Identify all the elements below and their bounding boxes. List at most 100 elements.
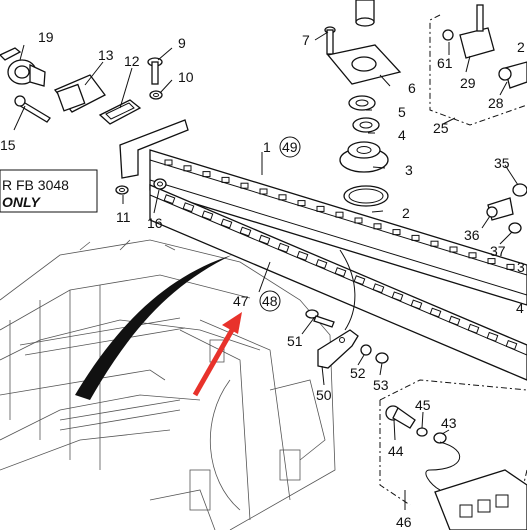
callout-12: 12 — [124, 53, 140, 69]
strip-slot — [334, 267, 347, 278]
part-50-bracket — [317, 329, 359, 369]
part-15-screw — [14, 95, 51, 123]
machine-frame — [0, 239, 336, 530]
callout-19: 19 — [38, 29, 54, 45]
strip-hole — [221, 176, 230, 183]
callout-43: 43 — [441, 415, 457, 431]
part-10-washer — [149, 90, 163, 100]
part-46-module — [434, 469, 527, 530]
part-43-plug — [433, 432, 447, 444]
part-12-gasket — [98, 99, 142, 125]
strip-hole — [202, 171, 211, 178]
callout-47: 47 — [233, 293, 249, 309]
callout-1: 1 — [263, 139, 271, 155]
callout-edge-4: 4 — [516, 300, 524, 316]
callout-11: 11 — [116, 209, 131, 225]
strip-slot — [296, 250, 309, 261]
callout-10: 10 — [178, 69, 194, 85]
strip-hole — [430, 240, 439, 247]
strip-slot — [163, 194, 176, 205]
strip-hole — [183, 165, 192, 172]
callout-16: 16 — [147, 215, 163, 231]
strip-hole — [449, 246, 458, 253]
part-29-block — [459, 4, 495, 59]
callout-edge-2: 2 — [517, 39, 525, 55]
note-line-1: R FB 3048 — [2, 177, 69, 193]
callout-circle-48 — [259, 290, 281, 312]
location-sweep — [75, 255, 232, 400]
strip-hole — [506, 263, 515, 270]
strip-hole — [316, 205, 325, 212]
leader-lines — [13, 31, 519, 510]
part-61-screw — [442, 29, 454, 41]
callout-49: 49 — [282, 139, 298, 155]
strip-hole — [468, 252, 477, 259]
strip-hole — [278, 194, 287, 201]
callout-44: 44 — [388, 443, 404, 459]
part-5-ring — [348, 95, 376, 111]
part-16-nut — [153, 178, 167, 190]
strip-hole — [392, 229, 401, 236]
callout-46: 46 — [396, 514, 412, 530]
strip-hole — [164, 159, 173, 166]
part-44-connector — [385, 405, 416, 429]
part-28-fitting — [498, 61, 527, 89]
callout-48: 48 — [262, 293, 278, 309]
callout-15: 15 — [0, 137, 16, 153]
part-11-nut — [115, 185, 129, 195]
part-52-washer — [360, 344, 372, 356]
note-line-2: ONLY — [2, 194, 42, 210]
part-51-bolt — [305, 309, 335, 328]
strip-hole — [411, 234, 420, 241]
callout-2: 2 — [402, 205, 410, 221]
callout-50: 50 — [316, 387, 332, 403]
callout-53: 53 — [373, 377, 389, 393]
callout-edge-3: 3 — [517, 259, 525, 275]
strip-hole — [335, 211, 344, 218]
strip-slot — [391, 291, 404, 302]
part-6-flange-plate — [326, 44, 402, 85]
strip-slot — [277, 242, 290, 253]
part-2-seal — [343, 185, 389, 207]
part-45-ring — [416, 427, 428, 437]
callout-36: 36 — [464, 227, 480, 243]
callout-5: 5 — [398, 104, 406, 120]
callout-25: 25 — [433, 120, 449, 136]
strip-slot — [467, 323, 480, 334]
strip-hole — [354, 217, 363, 224]
callout-28: 28 — [488, 95, 504, 111]
callout-52: 52 — [350, 365, 366, 381]
part-19-connector — [0, 47, 46, 87]
part-7-bolt — [324, 26, 336, 55]
strip-holes — [163, 159, 518, 350]
callout-51: 51 — [287, 333, 303, 349]
callout-3: 3 — [405, 162, 413, 178]
callout-7: 7 — [302, 32, 310, 48]
strip-slot — [448, 315, 461, 326]
callout-13: 13 — [98, 47, 114, 63]
part-35-fitting — [512, 183, 527, 197]
callout-45: 45 — [415, 397, 431, 413]
strip-slot — [182, 202, 195, 213]
callout-circle-49 — [279, 136, 301, 158]
strip-hole — [240, 182, 249, 189]
callout-61: 61 — [437, 55, 453, 71]
callout-6: 6 — [408, 80, 416, 96]
part-13-plug — [53, 74, 106, 113]
strip-slot — [239, 226, 252, 237]
red-arrow-icon — [192, 312, 242, 397]
strip-slot — [372, 283, 385, 294]
strip-slot — [258, 234, 271, 245]
callout-35: 35 — [494, 155, 510, 171]
callout-4: 4 — [398, 127, 406, 143]
part-9-bolt — [147, 57, 163, 85]
strip-bracket — [119, 119, 189, 179]
callout-29: 29 — [460, 75, 476, 91]
strip-slot — [429, 307, 442, 318]
part-37-fitting — [508, 222, 522, 234]
cable-loop — [339, 249, 356, 331]
strip-hole — [297, 200, 306, 207]
part-3-housing — [339, 141, 389, 173]
part-4-ring — [352, 117, 380, 133]
